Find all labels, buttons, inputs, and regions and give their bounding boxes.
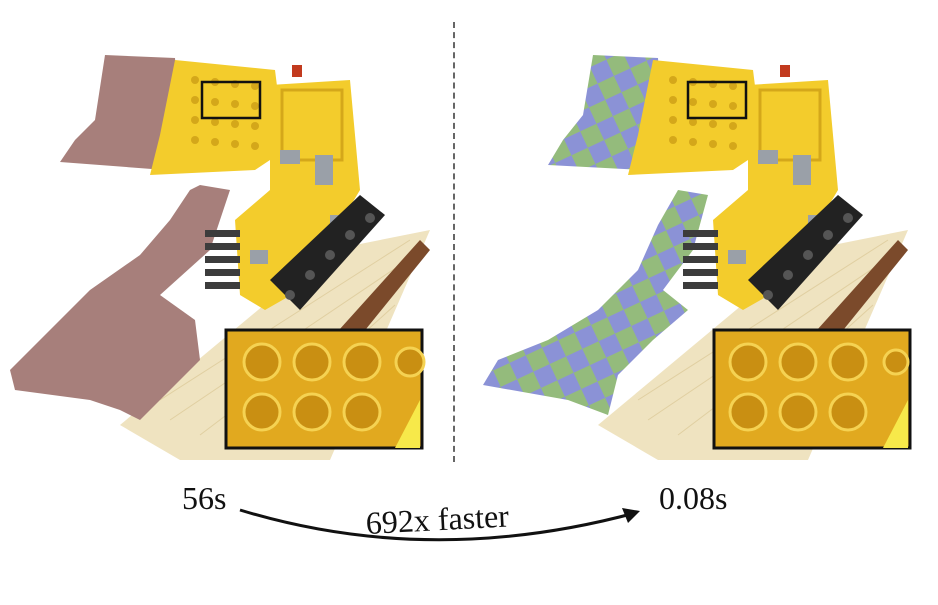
beacon-light [780, 65, 790, 77]
left-lego-bulldozer-image [10, 55, 430, 460]
speedup-arrow [239, 508, 640, 542]
right-render-panel [478, 40, 918, 460]
zoom-inset [224, 328, 426, 450]
beacon-light [292, 65, 302, 77]
zoom-region-box [686, 80, 748, 120]
left-time-label: 56s [182, 480, 227, 516]
right-time-label: 0.08s [659, 480, 728, 516]
zoom-region-box [200, 80, 262, 120]
speedup-label: 692x faster [364, 497, 510, 541]
left-render-panel [0, 40, 440, 460]
dashed-divider [453, 22, 455, 462]
wood-edge [808, 240, 908, 355]
zoom-inset [712, 328, 912, 450]
wood-edge [330, 240, 430, 355]
right-lego-bulldozer-image [483, 55, 912, 460]
